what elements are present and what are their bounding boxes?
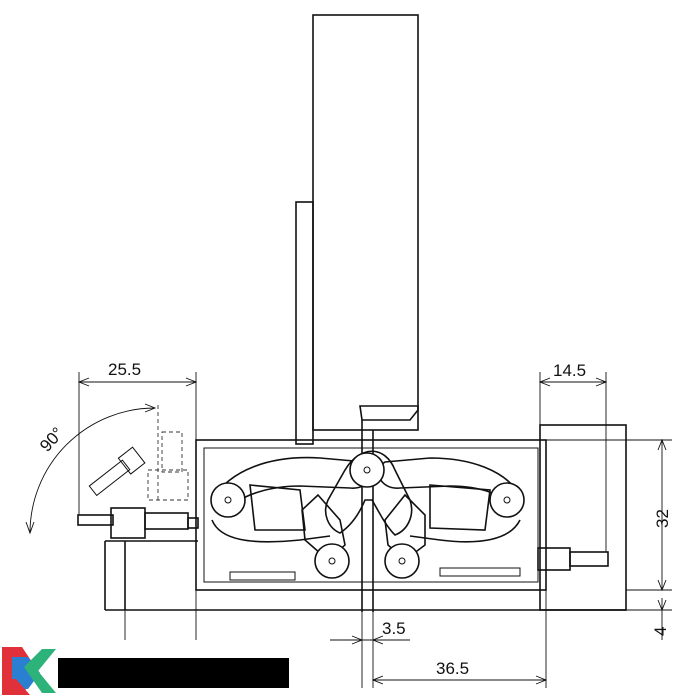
right-arm-body: [429, 484, 491, 531]
rotated-screw: [88, 446, 146, 497]
ghost-screw-outline: [147, 469, 189, 501]
pivot-pin-bottom-right: [384, 543, 420, 579]
angle-label: 90°: [36, 424, 67, 456]
left-screw-shaft: [77, 514, 114, 526]
left-arm-lower: [211, 519, 331, 543]
pivot-pin-left: [210, 482, 246, 518]
central-linkage: [324, 450, 413, 536]
ghost-screw-upper: [161, 431, 183, 473]
pivot-pin-left-center: [224, 496, 232, 504]
door-edge-strip: [295, 201, 314, 445]
bottom-slot-left: [229, 571, 296, 581]
dim-25-5-label: 25.5: [108, 360, 141, 379]
pivot-pin-top: [349, 452, 385, 488]
dim-36-5-label: 36.5: [436, 659, 469, 678]
top-cap: [359, 405, 419, 421]
dim-3-5-label: 3.5: [382, 619, 406, 638]
left-screw-tip: [187, 517, 199, 529]
dim-4-arrow: [657, 599, 667, 612]
brand-logo-icon: [2, 647, 56, 695]
dim-4-label: 4: [651, 627, 670, 636]
brand-name-bar: [58, 658, 289, 688]
left-screw-body: [144, 512, 189, 530]
bottom-slot-right: [439, 567, 521, 577]
right-screw-head: [537, 547, 571, 571]
pivot-pin-bottom-left: [314, 543, 350, 579]
pivot-pin-bottom-left-center: [328, 557, 336, 565]
angle-arrow-bottom: [25, 521, 35, 535]
angle-arrow-top: [144, 403, 157, 413]
left-arm-body: [249, 484, 306, 531]
pivot-pin-top-center: [363, 466, 371, 474]
dim-36-5-arrows: [371, 675, 548, 685]
left-link-plate: [301, 493, 346, 562]
dim-3-5-arrows: [351, 635, 384, 645]
right-arm-lower: [409, 519, 521, 543]
hinge-housing: [195, 439, 547, 591]
dim-14-5-label: 14.5: [553, 361, 586, 380]
dim-32-arrows: [657, 438, 667, 592]
right-screw-shaft: [569, 551, 609, 567]
left-screw-head: [110, 507, 146, 539]
pivot-pin-bottom-right-center: [398, 557, 406, 565]
right-link-plate: [384, 493, 426, 562]
pivot-pin-right: [489, 482, 525, 518]
pivot-pin-right-center: [503, 496, 511, 504]
hinge-housing-inner: [203, 447, 539, 583]
door-leaf: [312, 14, 419, 431]
frame-block: [539, 424, 627, 611]
dim-32-label: 32: [653, 509, 672, 528]
dim-14-5-arrows: [538, 377, 608, 387]
angle-arc: [29, 407, 156, 534]
dim-25-5-arrows: [77, 377, 198, 387]
